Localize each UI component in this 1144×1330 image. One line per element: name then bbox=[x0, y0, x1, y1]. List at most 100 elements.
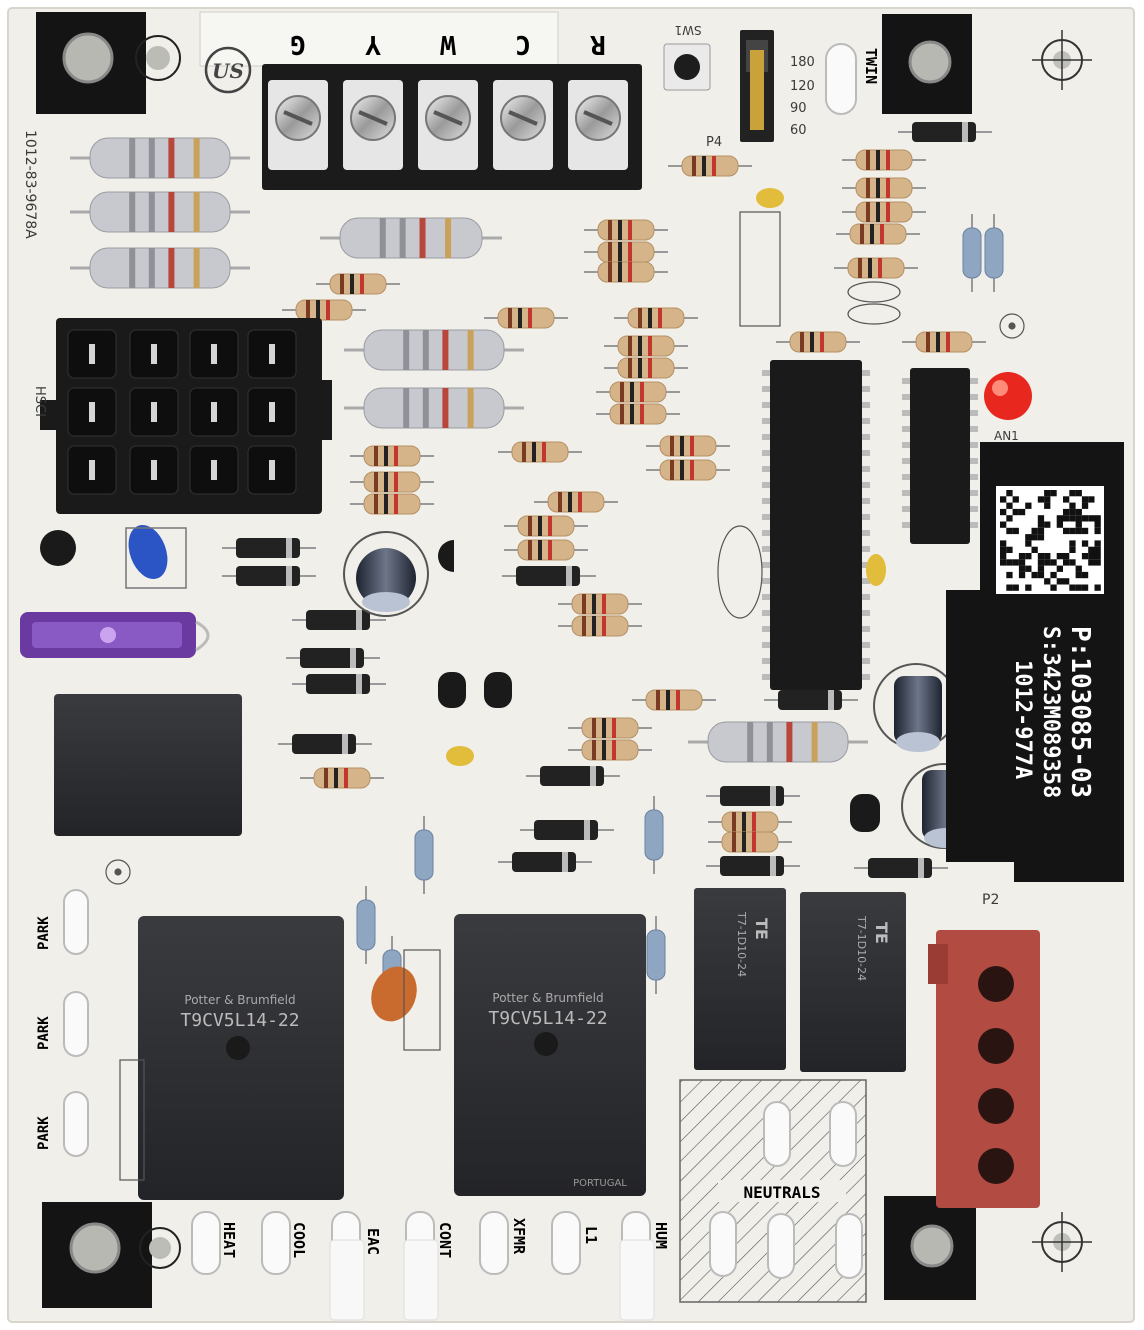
qr-cell bbox=[1069, 540, 1076, 547]
color-band bbox=[379, 218, 386, 258]
color-band bbox=[747, 722, 754, 762]
terminal-heat-label: HEAT bbox=[220, 1222, 238, 1258]
qr-cell bbox=[1069, 490, 1076, 497]
resistor bbox=[849, 223, 907, 245]
terminal-label-row: R C W Y G bbox=[290, 29, 606, 59]
diode bbox=[720, 856, 784, 876]
resistor bbox=[644, 809, 664, 861]
resistor bbox=[517, 539, 575, 561]
ic-pin bbox=[862, 434, 870, 440]
qr-cell bbox=[1094, 540, 1101, 547]
qr-cell bbox=[1000, 508, 1007, 516]
qr-cell bbox=[1000, 540, 1007, 547]
diode bbox=[778, 690, 842, 710]
qr-cell bbox=[1044, 490, 1051, 497]
relay-heat-model: T9CV5L14-22 bbox=[180, 1010, 299, 1031]
diode-band bbox=[562, 852, 568, 872]
resistor bbox=[295, 299, 353, 321]
color-band bbox=[628, 242, 632, 262]
resistor bbox=[609, 381, 667, 403]
delay-option-180: 180 bbox=[790, 55, 815, 70]
resistor bbox=[609, 403, 667, 425]
diode bbox=[720, 786, 784, 806]
terminal-insulator bbox=[403, 1239, 439, 1321]
ic-pin bbox=[862, 642, 870, 648]
p2-connector bbox=[928, 930, 1040, 1208]
color-band bbox=[384, 446, 388, 466]
qr-cell bbox=[1037, 534, 1045, 541]
diode-band bbox=[350, 648, 356, 668]
color-band bbox=[800, 332, 804, 352]
ceramic-capacitors bbox=[371, 188, 886, 1022]
color-band bbox=[820, 332, 824, 352]
ic-pin bbox=[862, 626, 870, 632]
qr-cell bbox=[1050, 490, 1057, 497]
thermostat-terminal-block bbox=[199, 11, 642, 190]
qr-cell bbox=[1094, 521, 1101, 528]
qr-cell bbox=[1006, 490, 1013, 497]
ic-pin bbox=[902, 378, 910, 384]
qr-cell bbox=[1056, 515, 1063, 522]
color-band bbox=[384, 472, 388, 492]
ic-pin bbox=[762, 370, 770, 376]
ic-pin bbox=[970, 490, 978, 496]
diode-band bbox=[566, 566, 572, 586]
color-band bbox=[608, 242, 612, 262]
color-band bbox=[620, 404, 624, 424]
color-band bbox=[592, 718, 596, 738]
color-band bbox=[350, 274, 354, 294]
ic-pin bbox=[862, 594, 870, 600]
qr-cell bbox=[1037, 521, 1045, 528]
qr-cell bbox=[1094, 546, 1101, 553]
ic-pin bbox=[902, 490, 910, 496]
hsci-label: HSCI bbox=[32, 386, 47, 417]
color-band bbox=[810, 332, 814, 352]
ic-pin bbox=[862, 370, 870, 376]
ic-pin bbox=[862, 386, 870, 392]
qr-cell bbox=[1037, 553, 1045, 560]
color-band bbox=[620, 382, 624, 402]
color-band bbox=[374, 494, 378, 514]
ic-pin bbox=[762, 626, 770, 632]
spade-terminal bbox=[191, 1211, 221, 1275]
qr-cell bbox=[1044, 502, 1051, 509]
qr-cell bbox=[1063, 578, 1070, 585]
color-band bbox=[628, 358, 632, 378]
qr-cell bbox=[1006, 559, 1013, 566]
color-band bbox=[638, 308, 642, 328]
ic-pin bbox=[902, 394, 910, 400]
color-band bbox=[193, 192, 200, 232]
color-band bbox=[542, 442, 546, 462]
resistor bbox=[855, 149, 913, 171]
color-band bbox=[592, 616, 596, 636]
relay-heat: Potter & Brumfield T9CV5L14-22 bbox=[138, 916, 344, 1200]
led-label: AN1 bbox=[994, 429, 1019, 443]
diode bbox=[306, 610, 370, 630]
qr-cell bbox=[1025, 540, 1032, 547]
color-band bbox=[602, 616, 606, 636]
color-band bbox=[742, 812, 746, 832]
power-resistor bbox=[89, 247, 231, 289]
color-band bbox=[582, 594, 586, 614]
color-band bbox=[168, 138, 175, 178]
color-band bbox=[326, 300, 330, 320]
terminal-eac-label: EAC bbox=[364, 1228, 382, 1255]
connector-pin bbox=[269, 344, 275, 364]
diode-band bbox=[342, 734, 348, 754]
ic-pin bbox=[902, 522, 910, 528]
qr-cell bbox=[1088, 559, 1095, 566]
color-band bbox=[558, 492, 562, 512]
qr-cell bbox=[1081, 553, 1089, 560]
power-resistors bbox=[70, 137, 868, 763]
color-band bbox=[648, 336, 652, 356]
color-band bbox=[340, 274, 344, 294]
resistor bbox=[855, 201, 913, 223]
board-id: 1012-83-9678A bbox=[22, 130, 38, 239]
qr-cell bbox=[1050, 571, 1057, 579]
ic-pin bbox=[762, 530, 770, 536]
ic-pin bbox=[762, 482, 770, 488]
color-band bbox=[508, 308, 512, 328]
qr-cell bbox=[1006, 527, 1013, 535]
color-band bbox=[306, 300, 310, 320]
